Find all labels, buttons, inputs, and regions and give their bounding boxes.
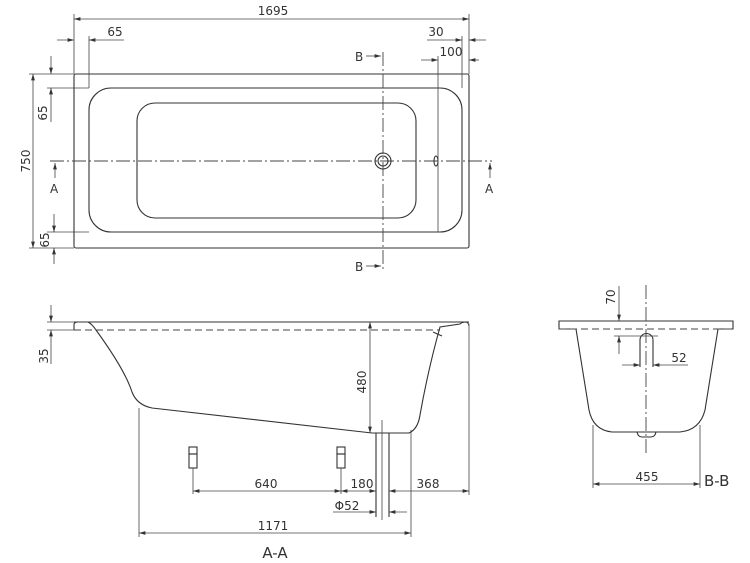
dim-drain-to-end: 368 <box>417 477 440 491</box>
inner-rim <box>88 87 463 233</box>
dim-rim-top: 65 <box>36 105 50 120</box>
section-b-label-bottom: B <box>355 260 363 274</box>
dim-width: 1695 <box>258 4 289 18</box>
section-a-label-left: A <box>50 182 59 196</box>
section-b-b-title: B-B <box>704 472 729 490</box>
dim-right-small: 30 <box>428 25 443 39</box>
overflow-pipe <box>639 332 654 367</box>
tub-cross-section <box>558 320 734 433</box>
section-b-label-top: B <box>355 50 363 64</box>
dim-bottom-width: 455 <box>636 470 659 484</box>
basin <box>136 102 417 219</box>
drain-pipe <box>375 433 390 517</box>
dim-inner-depth: 480 <box>355 371 369 394</box>
dim-rim-height: 35 <box>37 348 51 363</box>
tub-profile <box>73 321 470 434</box>
dim-leg-to-drain: 180 <box>351 477 374 491</box>
section-a-a: 35 480 640 180 368 Φ52 1171 A-A <box>37 305 470 562</box>
drain-icon <box>374 152 392 170</box>
dim-bottom-length: 1171 <box>258 519 289 533</box>
dim-drain-diameter: Φ52 <box>335 499 360 513</box>
dim-rim-bottom: 65 <box>38 232 52 247</box>
section-a-a-title: A-A <box>262 544 288 562</box>
dim-left-offset: 65 <box>107 25 122 39</box>
top-view: 1695 65 30 100 750 65 65 B B A A <box>19 4 494 274</box>
dim-depth: 750 <box>19 150 33 173</box>
leg-icon <box>336 446 346 494</box>
dim-overflow-width: 52 <box>671 351 686 365</box>
leg-icon <box>188 446 198 494</box>
dim-leg-spacing: 640 <box>255 477 278 491</box>
section-a-label-right: A <box>485 182 494 196</box>
dim-overflow-height: 70 <box>604 289 618 304</box>
dim-right-offset: 100 <box>440 45 463 59</box>
section-b-b: 70 52 455 B-B <box>558 285 734 490</box>
